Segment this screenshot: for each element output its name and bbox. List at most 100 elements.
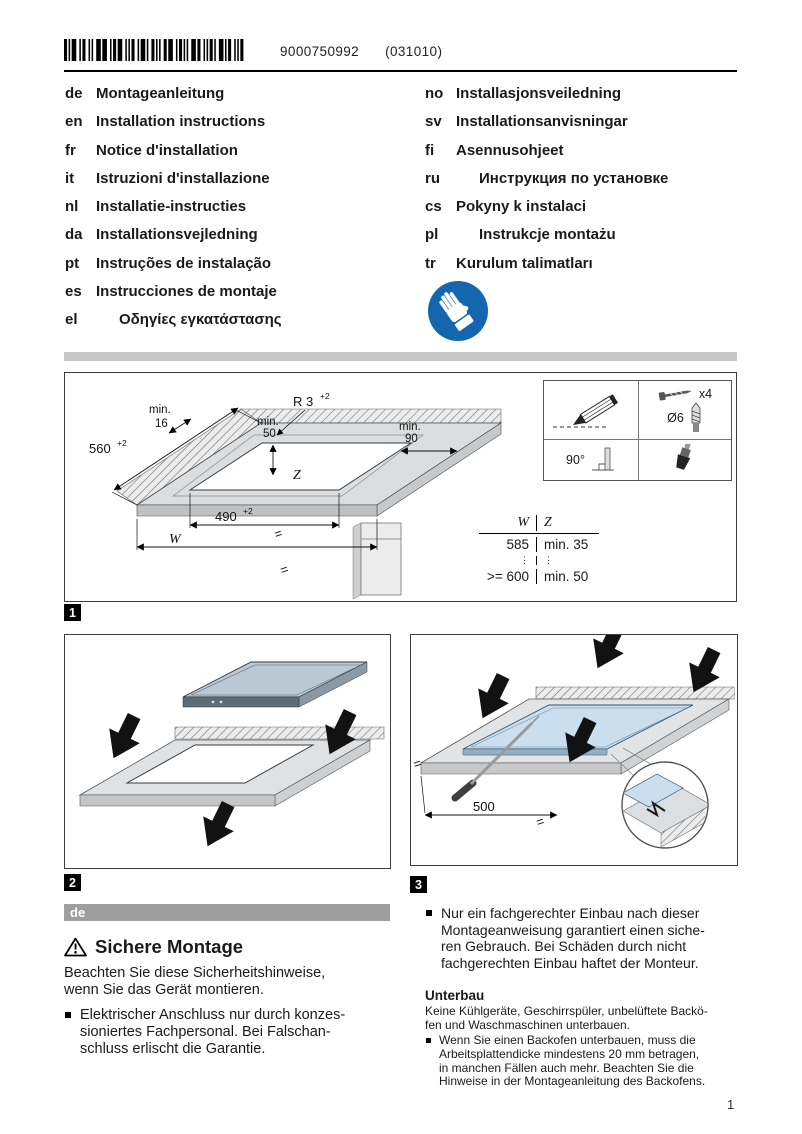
safety-heading-text: Sichere Montage [95,936,244,957]
press-down-arrow [98,708,150,766]
language-label: Instruções de instalação [96,254,272,272]
dim-z: Z [293,468,301,483]
figure-3-badge: 3 [410,876,427,893]
bullet-square [426,910,432,916]
figure-press-in-hob: 500 = = [410,618,738,866]
figure-1-badge: 1 [64,604,81,621]
dim-560: 560 [89,441,111,456]
table-row: >= 600 min. 50 [479,566,599,586]
barcode [64,38,248,67]
right-angle-icon [591,447,614,471]
dim-radius-tol: +2 [320,391,330,401]
angle-cell: 90° [544,439,638,480]
table-ellipsis-row: ⋮ ⋮ [479,554,599,566]
language-code: it [65,169,75,187]
worktop-cutout-diagram: 560 +2 min. 16 R 3 +2 min. 90 min. 50 Z … [89,391,503,600]
dim-490-tol: +2 [243,506,253,516]
page-number: 1 [727,1097,735,1112]
language-label: Kurulum talimatları [456,254,593,272]
language-item-en: en Installation instructions [65,108,405,136]
language-item-fr: fr Notice d'installation [65,137,405,165]
insert-hob-diagram [78,661,385,854]
dimension-table-header: W Z [479,512,599,534]
bullet-oven-installation: Wenn Sie einen Backofen unterbauen, muss… [425,1033,741,1089]
unterbau-text: Keine Kühlgeräte, Geschirrspüler, unbelü… [425,1004,708,1032]
clip-detail [623,773,707,847]
unterbau-heading: Unterbau [425,988,485,1003]
col-z: Z [536,514,592,531]
worktop-front-edge [420,762,622,775]
language-label: Istruzioni d'installazione [96,169,270,187]
wear-gloves-icon [427,280,489,347]
language-label: Instrukcje montażu [479,226,616,244]
drill-diameter-label: Ø6 [667,410,684,425]
language-code: nl [65,198,79,216]
language-label: Installasjonsveiledning [456,85,622,102]
worktop-front-edge [79,794,276,807]
dim-min50-min: min. [257,416,279,428]
bullet-electrical-connection: Elektrischer Anschluss nur durch konzes-… [64,1007,396,1057]
language-label: Asennusohjeet [456,141,564,159]
language-label: Οδηγίες εγκατάστασης [119,311,282,329]
pencil-icon [553,394,619,428]
language-label: Notice d'installation [96,141,238,159]
header-divider [64,70,737,72]
figure-installation-dimensions: 560 +2 min. 16 R 3 +2 min. 90 min. 50 Z … [64,372,737,602]
language-item-cs: cs Pokyny k instalaci [425,193,737,221]
doc-number: 9000750992 [280,44,360,59]
screw-icon [658,390,692,401]
language-code: en [65,113,83,131]
language-code: fr [65,141,76,159]
base-cabinet [352,522,402,600]
cutout [125,744,315,784]
figure-insert-hob [64,634,391,869]
dim-min16-val: 16 [155,418,168,430]
wall-hatch [174,726,385,740]
equal-mark: = [411,755,423,772]
language-code: fi [425,141,435,159]
language-code: cs [425,198,442,216]
table-row: 585 min. 35 [479,534,599,554]
col-w: W [517,514,529,530]
dim-490: 490 [215,509,237,524]
language-label: Installationsvejledning [96,226,258,244]
doc-code: (031010) [385,44,443,59]
equal-mark: = [534,813,546,830]
warning-icon [64,937,87,957]
wall-hatch-back [240,408,502,424]
angle-label: 90° [566,453,585,467]
fasteners-cell: x4 Ø6 [638,381,731,439]
dim-min16-min: min. [149,404,171,416]
equal-mark: = [272,525,284,542]
language-code: da [65,226,83,244]
language-item-nl: nl Installatie-instructies [65,193,405,221]
language-label: Installatie-instructies [96,198,247,216]
wall-hatch [535,686,736,700]
drill-bit-icon [691,401,701,432]
glue-brush-icon [676,444,692,470]
bullet-square [65,1012,71,1018]
bullet-square [426,1038,431,1043]
language-label: Installation instructions [96,113,266,131]
language-label: Instrucciones de montaje [96,283,277,301]
language-code: tr [425,254,436,272]
equal-mark: = [278,561,290,578]
dim-w: W [169,532,182,547]
section-divider-bar [64,352,737,361]
language-section-tag: de [64,904,390,921]
language-label: Pokyny k instalaci [456,198,587,216]
brush-cell [638,439,731,480]
language-code: pt [65,254,80,272]
language-item-it: it Istruzioni d'installazione [65,165,405,193]
language-label: Installationsanvisningar [456,113,628,131]
pencil-marking-cell [544,381,638,439]
